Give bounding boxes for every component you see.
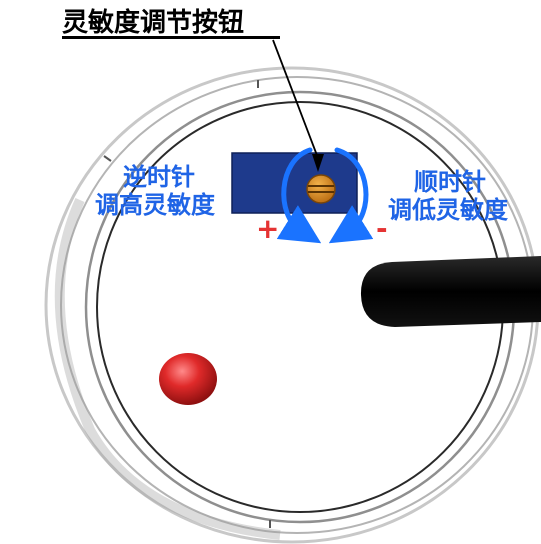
black-rod <box>360 256 541 327</box>
minus-sign: - <box>376 212 388 245</box>
housing-rings <box>44 66 540 544</box>
cw-effect-label: 调低灵敏度 <box>388 196 508 224</box>
title-label: 灵敏度调节按钮 <box>62 8 245 38</box>
title-underline <box>62 36 280 39</box>
cw-direction-label: 顺时针 <box>414 168 486 196</box>
red-ball <box>159 353 217 405</box>
ccw-direction-label: 逆时针 <box>123 163 195 191</box>
ccw-effect-label: 调高灵敏度 <box>95 191 215 219</box>
ccw-arrow-icon <box>276 147 322 244</box>
adjust-knob-icon[interactable] <box>306 174 336 204</box>
plus-sign: + <box>256 212 280 245</box>
pointer-line <box>272 39 324 172</box>
cw-arrow-icon <box>328 147 374 244</box>
